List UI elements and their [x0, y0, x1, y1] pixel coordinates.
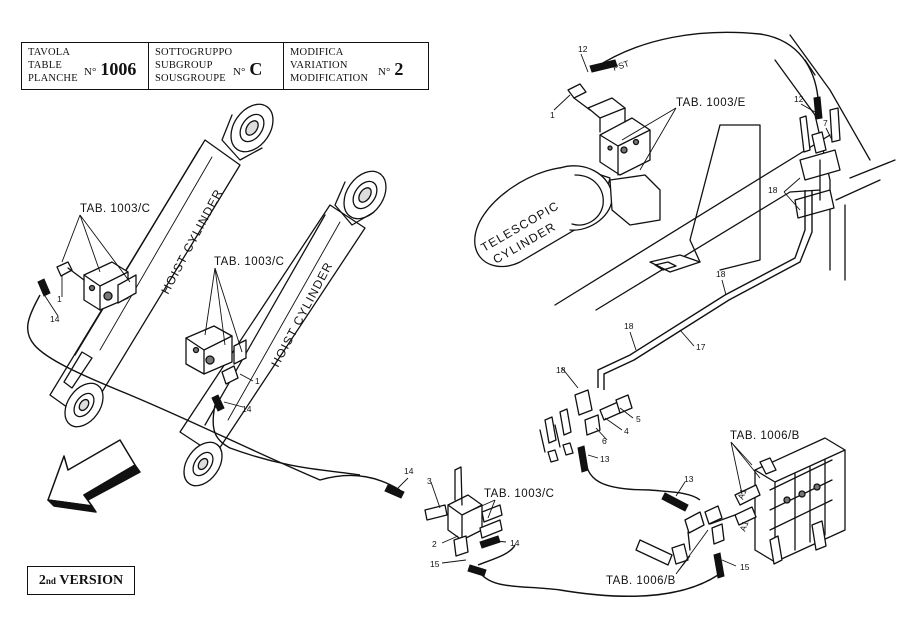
table-number-label: N°	[84, 66, 97, 78]
version-ordinal: 2	[38, 572, 46, 588]
title-block-subgroup-cell: SOTTOGRUPPO SUBGROUP SOUSGROUPE N°C	[149, 43, 284, 89]
label-planche: PLANCHE	[28, 73, 78, 84]
label-sousgroupe: SOUSGROUPE	[155, 73, 226, 84]
label-sottogruppo: SOTTOGRUPPO	[155, 47, 233, 58]
valve-group-center	[424, 466, 503, 557]
telescopic-cylinder	[474, 83, 661, 268]
label-subgroup: SUBGROUP	[155, 60, 213, 71]
tab-ref-1003c-left: TAB. 1003/C	[80, 203, 151, 215]
boom-frame	[554, 34, 896, 311]
callout-14: 14	[50, 314, 60, 324]
callout-a1: A1	[735, 487, 748, 500]
label-table: TABLE	[28, 60, 62, 71]
subgroup-number-label: N°	[233, 66, 246, 78]
callout-18: 18	[556, 365, 566, 375]
modification-number-label: N°	[378, 66, 391, 78]
table-reference-labels: TAB. 1003/C TAB. 1003/C TAB. 1003/E TAB.…	[80, 97, 800, 587]
label-variation: VARIATION	[290, 60, 348, 71]
callout-3: 3	[427, 476, 432, 486]
fitting-group-bottom-right	[635, 505, 736, 566]
callout-1: 1	[550, 110, 555, 120]
part-number-callouts: 12 1 12 7 18 18 18 17 18 5 4 6 13 13 1 1…	[50, 44, 828, 572]
callout-12: 12	[794, 94, 804, 104]
tab-ref-1006b-top: TAB. 1006/B	[730, 430, 800, 442]
tab-ref-1003c-middle: TAB. 1003/C	[214, 256, 285, 268]
callout-15: 15	[740, 562, 750, 572]
callout-6: 6	[602, 436, 607, 446]
title-block-table-cell: TAVOLA TABLE PLANCHE N°1006	[22, 43, 149, 89]
callout-18: 18	[768, 185, 778, 195]
version-ordinal-suffix: nd	[45, 575, 56, 586]
hoist-cylinder-right	[179, 170, 387, 487]
label-modification: MODIFICATION	[290, 73, 369, 84]
callout-17: 17	[696, 342, 706, 352]
callout-13: 13	[600, 454, 610, 464]
modification-number-value: 2	[394, 59, 404, 79]
hose-lines	[26, 31, 819, 597]
callout-7: 7	[823, 118, 828, 128]
callout-1: 1	[57, 294, 62, 304]
fitting-group-middle	[539, 389, 633, 463]
callout-14: 14	[242, 404, 252, 414]
tab-ref-1003c-bottom: TAB. 1003/C	[484, 488, 555, 500]
table-number-value: 1006	[100, 59, 137, 79]
hose-end-sleeves	[37, 59, 823, 579]
hoist-cylinder-left	[49, 103, 274, 428]
callout-5: 5	[636, 414, 641, 424]
tab-ref-1003e: TAB. 1003/E	[676, 97, 746, 109]
valve-block-left	[56, 261, 137, 311]
direction-arrow	[47, 439, 141, 513]
tab-ref-1006b-bottom: TAB. 1006/B	[606, 575, 676, 587]
title-block-modification-cell: MODIFICA VARIATION MODIFICATION N°2	[284, 43, 427, 89]
title-block: TAVOLA TABLE PLANCHE N°1006 SOTTOGRUPPO …	[21, 42, 429, 90]
valve-block-right	[185, 325, 247, 385]
callout-1: 1	[255, 376, 260, 386]
callout-12: 12	[578, 44, 588, 54]
version-word: VERSION	[59, 572, 124, 588]
callout-a1: A1	[737, 519, 750, 532]
pst-label: PST	[612, 58, 631, 73]
callout-14: 14	[510, 538, 520, 548]
callout-4: 4	[624, 426, 629, 436]
callout-13: 13	[684, 474, 694, 484]
label-tavola: TAVOLA	[28, 47, 71, 58]
callout-18: 18	[716, 269, 726, 279]
leader-lines	[44, 53, 833, 575]
callout-14: 14	[404, 466, 414, 476]
subgroup-number-value: C	[249, 59, 263, 79]
control-valve-bank	[734, 437, 846, 565]
callout-18: 18	[624, 321, 634, 331]
callout-2: 2	[432, 539, 437, 549]
callout-15: 15	[430, 559, 440, 569]
label-modifica: MODIFICA	[290, 47, 344, 58]
